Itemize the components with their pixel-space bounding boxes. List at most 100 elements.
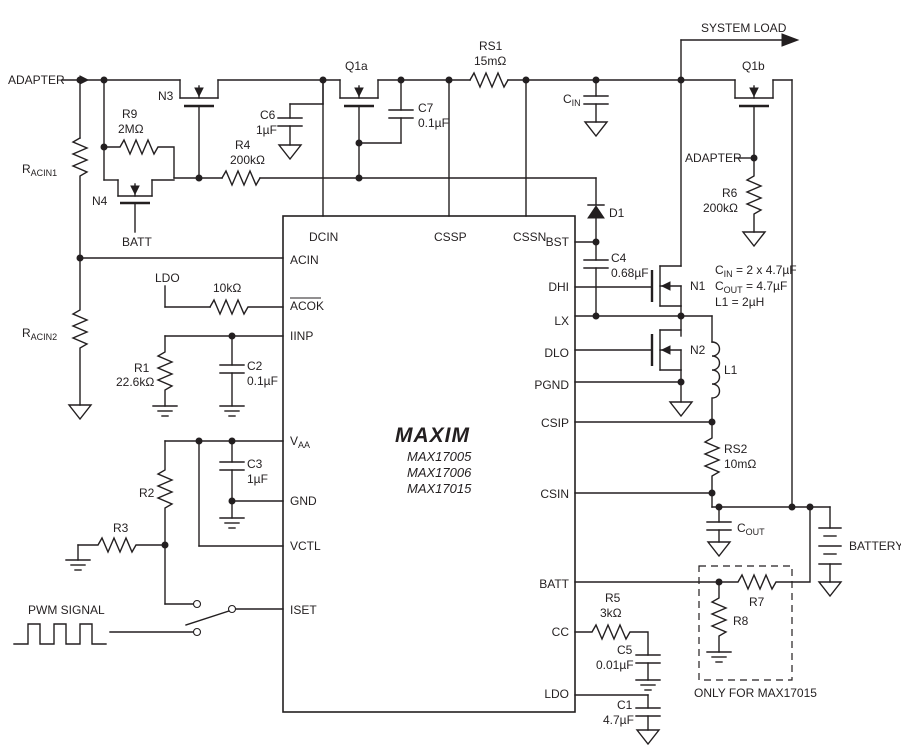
pin-iset: ISET bbox=[290, 603, 317, 617]
pin-iinp: IINP bbox=[290, 329, 313, 343]
rs1-value: 15mΩ bbox=[474, 54, 506, 68]
pin-csip: CSIP bbox=[541, 416, 569, 430]
cin-capacitor bbox=[583, 79, 609, 137]
c6-capacitor bbox=[277, 79, 324, 160]
r9-label: R9 bbox=[122, 107, 138, 121]
c4-label: C4 bbox=[611, 251, 627, 265]
c1-capacitor bbox=[635, 694, 661, 745]
r6-resistor bbox=[742, 157, 766, 247]
r4-label: R4 bbox=[235, 138, 251, 152]
n4-mosfet bbox=[103, 146, 175, 233]
part-number-2: MAX17006 bbox=[407, 465, 472, 480]
n1-mosfet bbox=[650, 79, 682, 307]
only-for-label: ONLY FOR MAX17015 bbox=[694, 686, 817, 700]
part-number-1: MAX17005 bbox=[407, 449, 472, 464]
r3-label: R3 bbox=[113, 521, 129, 535]
cin-label: CIN bbox=[563, 92, 581, 108]
n2-label: N2 bbox=[690, 343, 706, 357]
r5-label: R5 bbox=[605, 591, 621, 605]
c5-label: C5 bbox=[617, 643, 633, 657]
maxim-logo: MAXIM bbox=[395, 424, 470, 447]
racin1-resistor bbox=[71, 137, 89, 259]
c7-capacitor bbox=[358, 79, 414, 144]
r9-value: 2MΩ bbox=[118, 122, 144, 136]
system-load-label: SYSTEM LOAD bbox=[701, 21, 787, 35]
rs2-resistor bbox=[703, 421, 721, 508]
pin-vctl: VCTL bbox=[290, 539, 321, 553]
pin-dcin: DCIN bbox=[309, 230, 338, 244]
c6-value: 1µF bbox=[256, 123, 277, 137]
n3-label: N3 bbox=[158, 89, 174, 103]
adapter-q1b-label: ADAPTER bbox=[685, 151, 742, 165]
rs1-label: RS1 bbox=[479, 39, 503, 53]
c6-label: C6 bbox=[260, 108, 276, 122]
c2-label: C2 bbox=[247, 359, 263, 373]
r2-resistor bbox=[156, 440, 174, 546]
n1-label: N1 bbox=[690, 279, 706, 293]
q1b-label: Q1b bbox=[742, 59, 765, 73]
pin-bst: BST bbox=[546, 235, 570, 249]
switch-contact-top bbox=[192, 599, 202, 609]
r10k-resistor bbox=[209, 298, 284, 316]
spec-l1: L1 = 2µH bbox=[715, 295, 764, 309]
q1b-mosfet bbox=[734, 79, 774, 159]
adapter-input-label: ADAPTER bbox=[8, 73, 65, 87]
d1-label: D1 bbox=[609, 206, 625, 220]
r5-resistor bbox=[574, 623, 649, 656]
part-number-3: MAX17015 bbox=[407, 481, 472, 496]
pin-lx: LX bbox=[554, 314, 569, 328]
pin-gnd: GND bbox=[290, 494, 317, 508]
c7-value: 0.1µF bbox=[418, 116, 449, 130]
c1-value: 4.7µF bbox=[603, 713, 634, 727]
rs2-value: 10mΩ bbox=[724, 457, 756, 471]
c2-capacitor bbox=[219, 335, 245, 417]
battery-symbol bbox=[818, 506, 842, 597]
r9-resistor bbox=[103, 138, 175, 179]
c2-value: 0.1µF bbox=[247, 374, 278, 388]
r4-resistor bbox=[221, 169, 261, 187]
pin-acok: ACOK bbox=[290, 299, 324, 313]
d1-diode bbox=[587, 204, 605, 219]
r8-label: R8 bbox=[733, 614, 749, 628]
r3-resistor bbox=[65, 536, 166, 571]
pin-csin: CSIN bbox=[540, 487, 569, 501]
r1-resistor bbox=[152, 335, 178, 417]
pin-vaa: VAA bbox=[290, 434, 310, 450]
switch-arm bbox=[185, 610, 230, 626]
pin-cssp: CSSP bbox=[434, 230, 467, 244]
r4-value: 200kΩ bbox=[230, 153, 265, 167]
n2-mosfet bbox=[650, 329, 693, 417]
charger-ic bbox=[282, 215, 576, 713]
pin-dlo: DLO bbox=[544, 346, 569, 360]
pin-cssn: CSSN bbox=[513, 230, 546, 244]
cout-label: COUT bbox=[737, 521, 765, 537]
c4-value: 0.68µF bbox=[611, 266, 649, 280]
l1-inductor bbox=[711, 341, 721, 423]
pin-cc: CC bbox=[552, 625, 570, 639]
r10k-label: 10kΩ bbox=[213, 281, 241, 295]
n3-mosfet bbox=[179, 79, 219, 179]
battery-label: BATTERY bbox=[849, 539, 901, 553]
c5-capacitor bbox=[635, 654, 661, 691]
l1-label: L1 bbox=[724, 363, 738, 377]
r6-label: R6 bbox=[722, 186, 738, 200]
ldo-ref-label: LDO bbox=[155, 271, 180, 285]
pwm-waveform bbox=[13, 623, 107, 645]
system-load-arrow bbox=[781, 33, 800, 47]
rs1-resistor bbox=[469, 71, 509, 89]
racin2-label: RACIN2 bbox=[22, 326, 57, 342]
cout-capacitor bbox=[706, 506, 732, 557]
racin2-resistor bbox=[68, 257, 92, 420]
switch-contact-bottom bbox=[192, 627, 202, 637]
pin-acin: ACIN bbox=[290, 253, 319, 267]
spec-cin: CIN = 2 x 4.7µF bbox=[715, 263, 797, 279]
pin-pgnd: PGND bbox=[534, 378, 569, 392]
rs2-label: RS2 bbox=[724, 442, 748, 456]
r1-label: R1 bbox=[134, 361, 150, 375]
max17015-only-box bbox=[698, 565, 793, 681]
racin1-label: RACIN1 bbox=[22, 162, 57, 178]
r1-value: 22.6kΩ bbox=[116, 375, 154, 389]
n4-label: N4 bbox=[92, 194, 108, 208]
batt-n4-label: BATT bbox=[122, 235, 152, 249]
